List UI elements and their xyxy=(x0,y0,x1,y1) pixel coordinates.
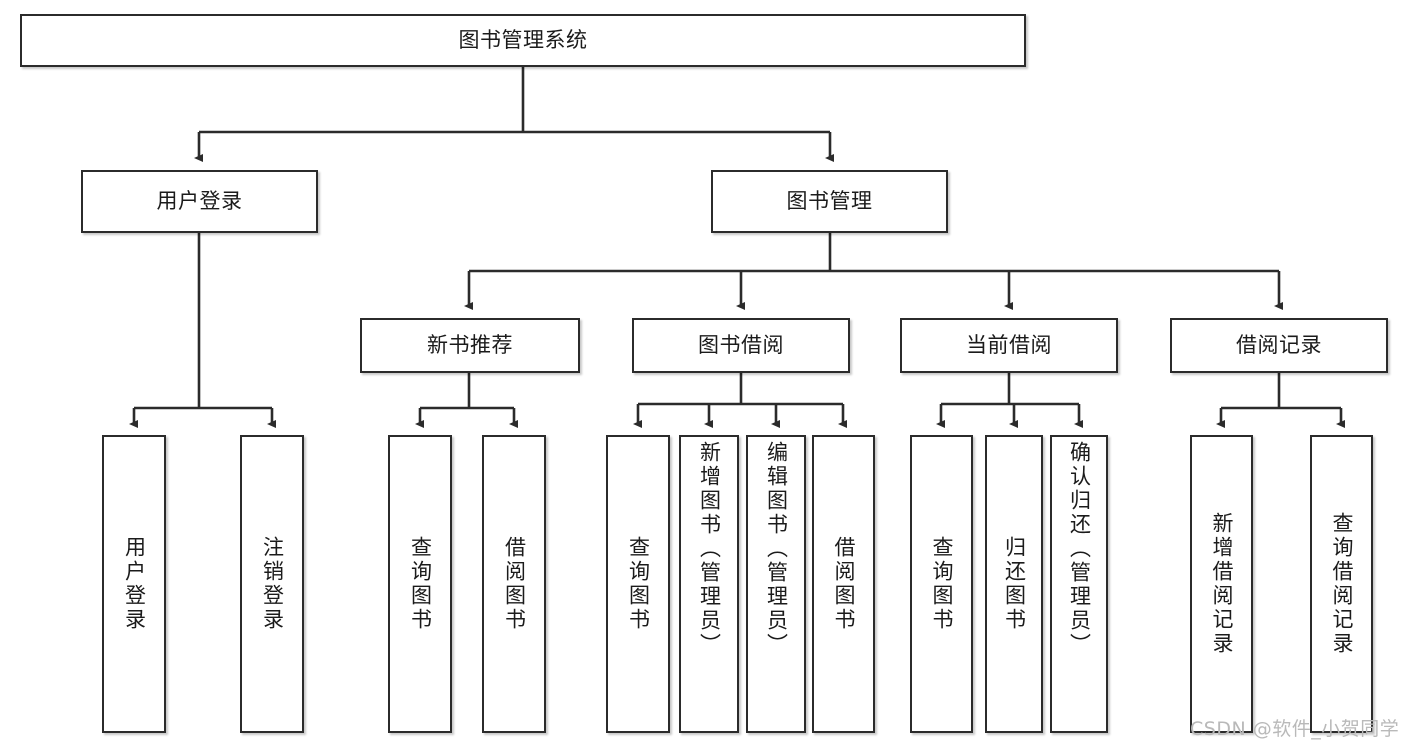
node-leaf-user-logout[interactable]: 注销登录 xyxy=(240,435,304,733)
node-borrow-record-label: 借阅记录 xyxy=(1236,333,1322,358)
node-leaf-return-book[interactable]: 归还图书 xyxy=(985,435,1043,733)
node-leaf-edit-book-admin-label: 编辑图书（管理员） xyxy=(764,441,789,657)
node-new-book-rec-label: 新书推荐 xyxy=(427,333,513,358)
node-leaf-query-book-3[interactable]: 查询图书 xyxy=(910,435,973,733)
node-leaf-edit-book-admin[interactable]: 编辑图书（管理员） xyxy=(746,435,806,733)
node-leaf-borrow-book-2[interactable]: 借阅图书 xyxy=(812,435,875,733)
node-leaf-add-book-admin-label: 新增图书（管理员） xyxy=(697,441,722,657)
node-leaf-query-book-1-label: 查询图书 xyxy=(408,536,433,632)
node-book-borrow[interactable]: 图书借阅 xyxy=(632,318,850,373)
node-leaf-return-book-label: 归还图书 xyxy=(1002,536,1027,632)
node-book-manage[interactable]: 图书管理 xyxy=(711,170,948,233)
node-current-borrow-label: 当前借阅 xyxy=(966,333,1052,358)
node-leaf-query-borrow-record[interactable]: 查询借阅记录 xyxy=(1310,435,1373,733)
node-leaf-query-book-3-label: 查询图书 xyxy=(930,536,954,632)
watermark-csdn: CSDN @软件_小贺同学 xyxy=(1190,718,1400,740)
node-current-borrow[interactable]: 当前借阅 xyxy=(900,318,1118,373)
node-leaf-user-login[interactable]: 用户登录 xyxy=(102,435,166,733)
node-borrow-record[interactable]: 借阅记录 xyxy=(1170,318,1388,373)
node-leaf-query-book-1[interactable]: 查询图书 xyxy=(388,435,452,733)
node-root[interactable]: 图书管理系统 xyxy=(20,14,1026,67)
node-new-book-rec[interactable]: 新书推荐 xyxy=(360,318,580,373)
node-leaf-query-book-2-label: 查询图书 xyxy=(626,536,651,632)
node-book-borrow-label: 图书借阅 xyxy=(698,333,784,358)
node-leaf-query-book-2[interactable]: 查询图书 xyxy=(606,435,670,733)
node-leaf-borrow-book-1[interactable]: 借阅图书 xyxy=(482,435,546,733)
node-book-manage-label: 图书管理 xyxy=(786,189,873,214)
node-leaf-user-login-label: 用户登录 xyxy=(122,536,147,632)
node-leaf-add-borrow-record[interactable]: 新增借阅记录 xyxy=(1190,435,1253,733)
node-leaf-borrow-book-1-label: 借阅图书 xyxy=(502,536,527,632)
node-leaf-query-borrow-record-label: 查询借阅记录 xyxy=(1330,512,1354,656)
node-root-label: 图书管理系统 xyxy=(458,28,588,53)
node-leaf-add-borrow-record-label: 新增借阅记录 xyxy=(1210,512,1234,656)
node-leaf-confirm-return-admin-label: 确认归还（管理员） xyxy=(1067,441,1092,657)
node-leaf-confirm-return-admin[interactable]: 确认归还（管理员） xyxy=(1050,435,1108,733)
node-user-login-label: 用户登录 xyxy=(156,189,243,214)
node-user-login[interactable]: 用户登录 xyxy=(81,170,318,233)
node-leaf-borrow-book-2-label: 借阅图书 xyxy=(832,536,856,632)
node-leaf-user-logout-label: 注销登录 xyxy=(260,536,285,632)
node-leaf-add-book-admin[interactable]: 新增图书（管理员） xyxy=(679,435,739,733)
